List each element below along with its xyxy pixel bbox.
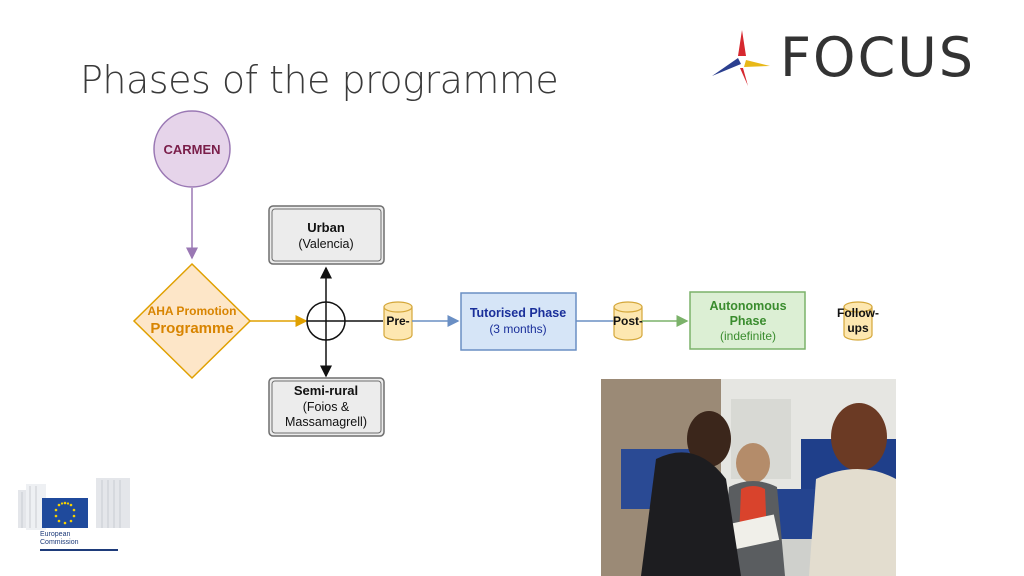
focus-logo-text: FOCUS: [780, 26, 976, 89]
junction-node: [306, 301, 346, 341]
semi-rural-subtitle-2: Massamagrell): [285, 415, 367, 429]
aha-programme-node: AHA Promotion Programme: [132, 262, 252, 380]
aha-label-line1: AHA Promotion: [148, 304, 237, 318]
european-commission-logo: [18, 476, 130, 554]
autonomous-title-1: Autonomous: [709, 299, 786, 313]
follow-ups-label-2: ups: [847, 321, 869, 335]
tutorised-title: Tutorised Phase: [470, 306, 566, 320]
workshop-photo-image: [601, 379, 896, 576]
post-node: Post-: [613, 301, 643, 341]
urban-node: Urban (Valencia): [268, 205, 385, 265]
autonomous-phase-node: Autonomous Phase (indefinite): [689, 291, 806, 350]
aha-label-line2: Programme: [150, 320, 233, 337]
focus-logo: FOCUS: [710, 26, 973, 92]
semi-rural-title: Semi-rural: [294, 383, 358, 398]
semi-rural-node: Semi-rural (Foios & Massamagrell): [268, 377, 385, 437]
autonomous-subtitle: (indefinite): [720, 329, 776, 343]
urban-title: Urban: [307, 220, 345, 235]
slide-title: Phases of the programme: [80, 58, 559, 102]
eu-caption-line1: European: [40, 531, 71, 538]
eu-caption-line2: Commission: [40, 539, 79, 546]
carmen-label: CARMEN: [163, 142, 220, 157]
post-label: Post-: [613, 314, 643, 328]
follow-ups-node: Follow- ups: [837, 301, 879, 341]
pre-label: Pre-: [386, 314, 409, 328]
workshop-photo: [601, 379, 896, 576]
urban-subtitle: (Valencia): [298, 237, 353, 251]
follow-ups-label-1: Follow-: [837, 306, 879, 320]
eu-caption: European Commission: [40, 531, 79, 547]
autonomous-title-2: Phase: [730, 314, 767, 328]
tutorised-subtitle: (3 months): [489, 322, 546, 336]
tutorised-phase-node: Tutorised Phase (3 months): [460, 292, 577, 351]
eu-building-icon: [18, 478, 130, 551]
pre-node: Pre-: [383, 301, 413, 341]
focus-star-icon: [712, 30, 770, 86]
carmen-node: CARMEN: [153, 110, 231, 188]
semi-rural-subtitle-1: (Foios &: [303, 400, 350, 414]
